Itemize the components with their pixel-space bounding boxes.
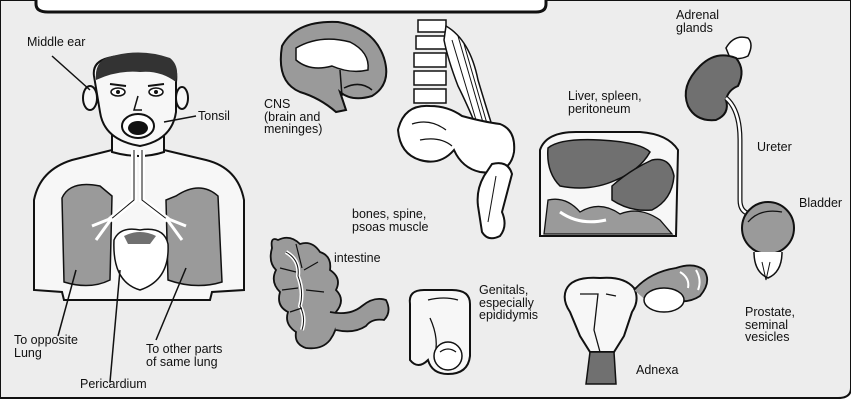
label-bones-spine-psoas: bones, spine, psoas muscle (352, 208, 428, 233)
label-to-other-parts: To other parts of same lung (146, 343, 222, 368)
label-cns: CNS (brain and meninges) (264, 98, 322, 136)
label-middle-ear: Middle ear (27, 36, 85, 49)
label-adnexa: Adnexa (636, 364, 678, 377)
label-to-opposite-lung: To opposite Lung (14, 334, 78, 359)
label-bladder: Bladder (799, 197, 842, 210)
title-box-edge (36, 0, 546, 12)
label-genitals: Genitals, especially epididymis (479, 284, 538, 322)
genitals-icon (410, 290, 470, 374)
label-prostate: Prostate, seminal vesicles (745, 306, 795, 344)
label-intestine: intestine (334, 252, 381, 265)
liver-spleen-icon (540, 132, 678, 236)
label-liver-spleen: Liver, spleen, peritoneum (568, 90, 642, 115)
label-tonsil: Tonsil (198, 110, 230, 123)
label-ureter: Ureter (757, 141, 792, 154)
label-adrenal-glands: Adrenal glands (676, 9, 719, 34)
label-pericardium: Pericardium (80, 378, 147, 391)
